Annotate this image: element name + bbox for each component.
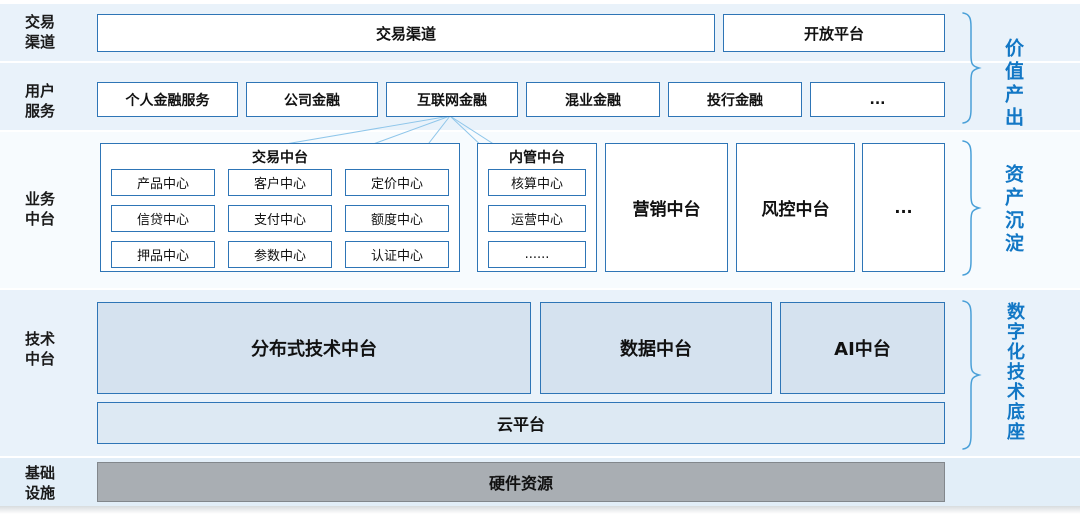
row-label-tech: 技术 中台 (24, 330, 55, 368)
distributed-tech-platform-box: 分布式技术中台 (97, 302, 531, 394)
service-mixed-finance: 混业金融 (526, 82, 660, 117)
center-cell-collateral: 押品中心 (111, 241, 215, 268)
business-more-box: ... (862, 143, 945, 272)
center-cell-product: 产品中心 (111, 169, 215, 196)
trade-channel-box: 交易渠道 (97, 14, 715, 52)
row-label-channels: 交易 渠道 (24, 13, 55, 51)
service-more: ... (810, 82, 945, 117)
trade-center-title: 交易中台 (252, 149, 308, 166)
brace-value-icon (962, 12, 982, 124)
annotation-asset-accumulation: 资产沉淀 (1002, 164, 1024, 256)
center-cell-auth: 认证中心 (345, 241, 449, 268)
center-cell-customer: 客户中心 (228, 169, 332, 196)
center-cell-operation: 运营中心 (488, 205, 586, 232)
data-platform-box: 数据中台 (540, 302, 772, 394)
cloud-platform-bar: 云平台 (97, 402, 945, 444)
open-platform-box: 开放平台 (723, 14, 945, 52)
trade-center-group: 交易中台 产品中心 客户中心 定价中心 信贷中心 支付中心 额度中心 押品中心 … (100, 143, 460, 272)
trade-center-grid: 产品中心 客户中心 定价中心 信贷中心 支付中心 额度中心 押品中心 参数中心 … (101, 169, 459, 268)
brace-digital-icon (962, 300, 982, 450)
center-cell-ellipsis: ...... (488, 241, 586, 268)
service-corporate-finance: 公司金融 (246, 82, 378, 117)
row-label-services: 用户 服务 (24, 82, 55, 120)
annotation-value-output: 价值产出 (1002, 38, 1024, 130)
center-cell-parameter: 参数中心 (228, 241, 332, 268)
row-label-infra: 基础 设施 (24, 464, 55, 502)
service-personal-finance: 个人金融服务 (97, 82, 238, 117)
center-cell-pricing: 定价中心 (345, 169, 449, 196)
internal-center-group: 内管中台 核算中心 运营中心 ...... (477, 143, 597, 272)
center-cell-payment: 支付中心 (228, 205, 332, 232)
hardware-resource-bar: 硬件资源 (97, 462, 945, 502)
service-investment-banking: 投行金融 (668, 82, 802, 117)
ai-platform-box: AI中台 (780, 302, 945, 394)
brace-asset-icon (962, 140, 982, 276)
center-cell-quota: 额度中心 (345, 205, 449, 232)
internal-center-grid: 核算中心 运营中心 ...... (478, 169, 596, 268)
internal-center-title: 内管中台 (509, 149, 565, 166)
center-cell-credit: 信贷中心 (111, 205, 215, 232)
row-label-business: 业务 中台 (24, 190, 55, 228)
service-internet-finance: 互联网金融 (386, 82, 518, 117)
annotation-digital-foundation: 数字化技术底座 (1004, 302, 1025, 442)
marketing-platform-box: 营销中台 (605, 143, 728, 272)
risk-control-platform-box: 风控中台 (736, 143, 855, 272)
center-cell-accounting: 核算中心 (488, 169, 586, 196)
bottom-shadow (0, 506, 1080, 514)
